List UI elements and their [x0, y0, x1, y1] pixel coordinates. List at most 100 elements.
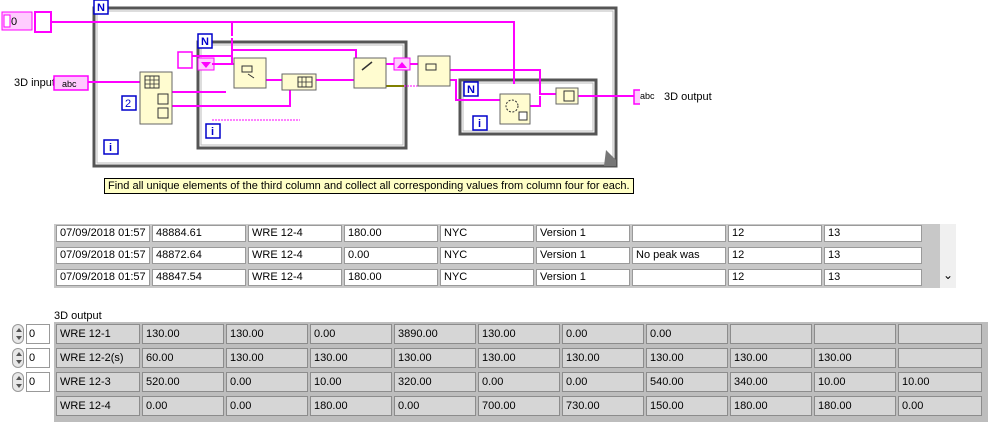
output-table-cell: 130.00	[226, 324, 308, 344]
output-table-cell: 180.00	[310, 396, 392, 416]
build-array-node[interactable]	[281, 73, 317, 91]
input-label: 3D input	[14, 77, 55, 89]
output-table-cell: 130.00	[478, 348, 560, 368]
output-table-cell: 130.00	[646, 348, 728, 368]
3d-input-terminal[interactable]: abc	[53, 75, 89, 91]
output-table-cell: 130.00	[394, 348, 476, 368]
output-table-cell: 180.00	[814, 396, 896, 416]
input-table-cell[interactable]: 48884.61	[152, 225, 246, 242]
output-table-cell: 130.00	[730, 348, 812, 368]
search-node-3[interactable]	[417, 55, 451, 87]
input-table-cell[interactable]: 12	[728, 225, 822, 242]
input-table-cell[interactable]: 07/09/2018 01:57	[56, 225, 150, 242]
output-table-cell: 730.00	[562, 396, 644, 416]
output-table-cell: 130.00	[142, 324, 224, 344]
output-table-cell: 10.00	[898, 372, 982, 392]
output-table-cell: 130.00	[478, 324, 560, 344]
input-table-cell[interactable]: 180.00	[344, 225, 438, 242]
inner2-loop-index-terminal: i	[478, 118, 481, 130]
array-index-value[interactable]: 0	[26, 348, 50, 368]
input-table-cell[interactable]: 13	[824, 225, 922, 242]
outer-for-loop[interactable]	[92, 6, 618, 168]
output-table-cell: 520.00	[142, 372, 224, 392]
output-table-cell: 130.00	[562, 348, 644, 368]
array-index-control[interactable]: 0	[12, 372, 52, 392]
output-table-cell: WRE 12-3	[56, 372, 140, 392]
output-table-cell	[898, 324, 982, 344]
constant-two[interactable]: 2	[125, 98, 131, 110]
output-table-cell: 0.00	[310, 324, 392, 344]
output-table-cell: 0.00	[898, 396, 982, 416]
output-table-cell: WRE 12-1	[56, 324, 140, 344]
output-table-cell: 130.00	[310, 348, 392, 368]
array-index-value[interactable]: 0	[26, 372, 50, 392]
empty-string-constant[interactable]	[177, 51, 193, 69]
3d-output-terminal[interactable]	[633, 89, 640, 105]
numeric-constant-0[interactable]: 0	[1, 11, 52, 33]
3d-input-terminal-text: abc	[62, 79, 77, 89]
input-table-cell[interactable]: Version 1	[536, 225, 630, 242]
output-table-cell: 0.00	[226, 372, 308, 392]
input-table-cell[interactable]: NYC	[440, 269, 534, 286]
output-label: 3D output	[664, 91, 712, 103]
input-table-cell[interactable]: WRE 12-4	[248, 247, 342, 264]
input-table-cell[interactable]: WRE 12-4	[248, 269, 342, 286]
inner-for-loop-1[interactable]	[196, 40, 408, 150]
outer-loop-index-terminal: i	[109, 142, 112, 154]
input-table-cell[interactable]	[632, 269, 726, 286]
inner-for-loop-2[interactable]	[458, 78, 598, 136]
output-table-cell	[730, 324, 812, 344]
increment-decrement-icon[interactable]	[12, 324, 24, 344]
output-table-cell: 0.00	[142, 396, 224, 416]
input-table-cell[interactable]: 12	[728, 269, 822, 286]
input-table-cell[interactable]: Version 1	[536, 269, 630, 286]
array-node-2[interactable]	[555, 87, 579, 105]
index-array-node[interactable]	[139, 71, 173, 125]
increment-decrement-icon[interactable]	[12, 372, 24, 392]
inner1-loop-index-terminal: i	[211, 126, 214, 138]
array-index-value[interactable]: 0	[26, 324, 50, 344]
input-table-cell[interactable]: 180.00	[344, 269, 438, 286]
input-table-cell[interactable]: NYC	[440, 225, 534, 242]
search-node-1[interactable]	[233, 57, 267, 89]
input-table-cell[interactable]: 13	[824, 247, 922, 264]
string-wires	[51, 21, 634, 107]
input-table-cell[interactable]	[632, 225, 726, 242]
input-table-cell[interactable]: 48847.54	[152, 269, 246, 286]
output-table-label: 3D output	[54, 310, 102, 322]
block-diagram: 0 N i N i N i	[1, 0, 640, 168]
input-table-cell[interactable]: No peak was	[632, 247, 726, 264]
inner2-loop-count-terminal: N	[467, 84, 475, 96]
output-table-cell: 700.00	[478, 396, 560, 416]
input-table-cell[interactable]: 12	[728, 247, 822, 264]
input-table-scrollbar[interactable]: ⌄	[940, 224, 956, 288]
input-table-cell[interactable]: 48872.64	[152, 247, 246, 264]
input-table-cell[interactable]: 13	[824, 269, 922, 286]
gear-subvi-node[interactable]	[499, 93, 531, 125]
array-index-control[interactable]: 0	[12, 324, 52, 344]
inner1-loop-count-terminal: N	[201, 36, 209, 48]
output-table-cell: 3890.00	[394, 324, 476, 344]
array-index-control[interactable]: 0	[12, 348, 52, 368]
input-table-cell[interactable]: 07/09/2018 01:57	[56, 247, 150, 264]
input-table-cell[interactable]: 0.00	[344, 247, 438, 264]
output-table-cell: 10.00	[310, 372, 392, 392]
input-table-cell[interactable]: 07/09/2018 01:57	[56, 269, 150, 286]
increment-decrement-icon[interactable]	[12, 348, 24, 368]
scroll-down-icon[interactable]: ⌄	[943, 268, 954, 282]
output-table-cell: 0.00	[394, 396, 476, 416]
output-table-cell: 130.00	[814, 348, 896, 368]
input-table-cell[interactable]: Version 1	[536, 247, 630, 264]
output-table-cell: 150.00	[646, 396, 728, 416]
output-table-cell: 320.00	[394, 372, 476, 392]
outer-loop-count-terminal: N	[97, 2, 105, 14]
search-node-2[interactable]	[353, 57, 387, 89]
input-table-cell[interactable]: WRE 12-4	[248, 225, 342, 242]
input-table-cell[interactable]: NYC	[440, 247, 534, 264]
